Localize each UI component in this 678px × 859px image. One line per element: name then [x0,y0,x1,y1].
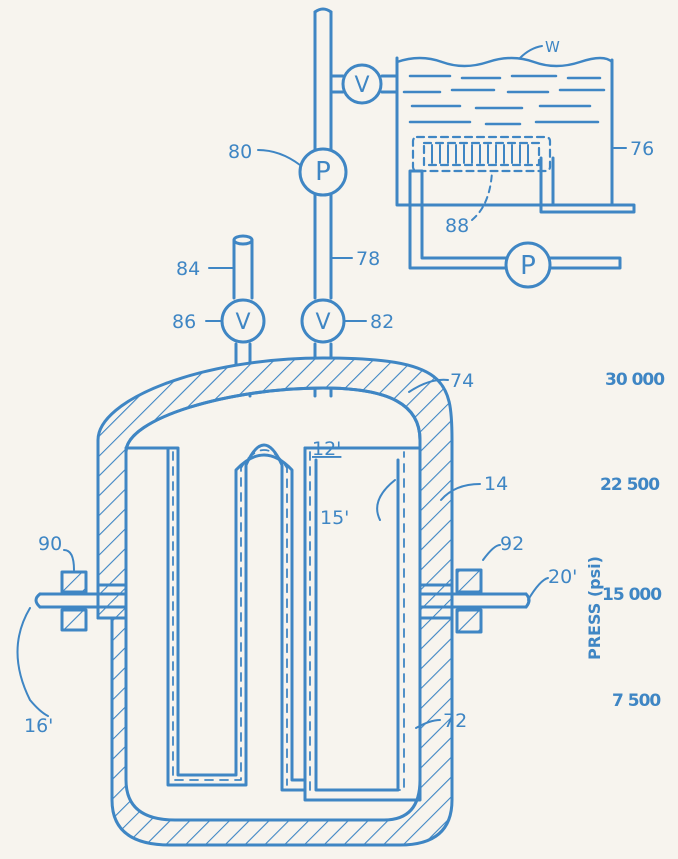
label-76: 76 [630,138,654,160]
inner-liner-15 [124,443,422,792]
water-tank [395,56,614,207]
label-84: 84 [176,258,200,280]
heater-88 [411,135,552,173]
axis-tick-30000: 30 000 [605,370,665,390]
label-20: 20' [548,566,577,588]
heater-fins [431,144,529,164]
label-72: 72 [443,710,467,732]
axis-tick-15000: 15 000 [602,585,662,605]
gland-nut-92 [455,568,483,634]
pump-lower-circle [504,241,552,289]
axis-title-pressure: PRESS (psi) [585,556,604,660]
feed-pipe-78 [313,7,399,398]
pump-lower-symbol: P [520,251,536,281]
liner-dashes [172,449,405,791]
pump-80-circle [298,147,348,197]
valve-upper-symbol: V [354,73,369,98]
gland-nut-90 [60,570,88,632]
label-12: 12' [312,438,341,460]
axis-tick-22500: 22 500 [600,475,660,495]
inner-liner-right [303,446,422,802]
label-14: 14 [484,473,508,495]
label-88: 88 [445,215,469,237]
label-78: 78 [356,248,380,270]
flange-seam [96,583,454,620]
valve-82-symbol: V [315,310,330,335]
label-82: 82 [370,311,394,333]
leader-lines [16,45,627,729]
label-92: 92 [500,533,524,555]
pump-80-symbol: P [315,157,331,187]
axis-tick-7500: 7 500 [612,691,661,711]
label-74: 74 [450,370,474,392]
vessel-head-cap-74 [124,386,422,454]
valve-86-symbol: V [235,310,250,335]
label-80: 80 [228,141,252,163]
label-86: 86 [172,311,196,333]
lead-rod-left [34,592,128,609]
label-16: 16' [24,715,53,737]
label-w: W [545,38,560,56]
tank-outlet-pipe [539,156,636,214]
pump-supply-line [408,169,622,270]
label-90: 90 [38,533,62,555]
valve-upper-circle [341,63,383,105]
label-15: 15' [320,507,349,529]
